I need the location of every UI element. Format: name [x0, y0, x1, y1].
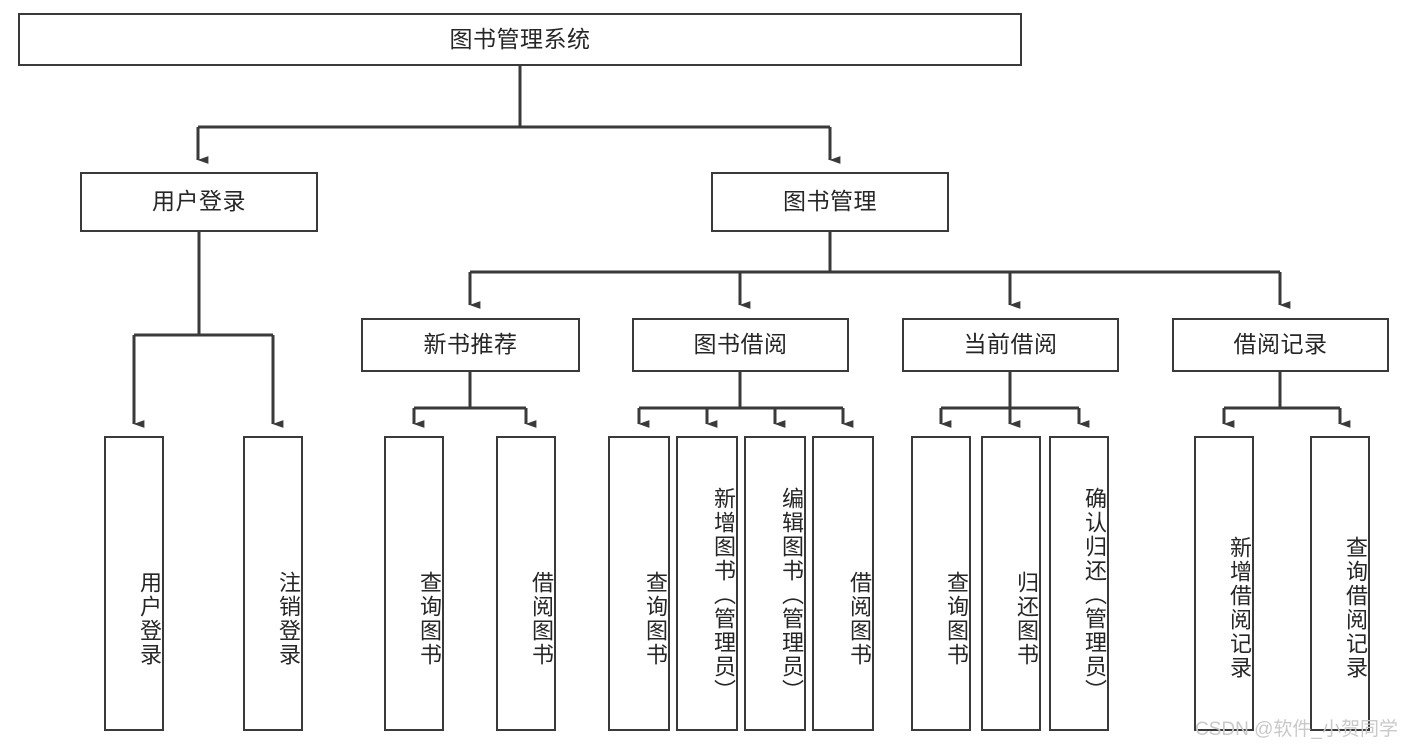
- node-borrow-record-label: 借阅记录: [1233, 331, 1328, 358]
- leaf-current-borrow-return[interactable]: 归还图书: [981, 436, 1041, 731]
- leaf-label: 归还图书: [1014, 570, 1039, 667]
- node-new-book-recommend-label: 新书推荐: [423, 331, 518, 358]
- leaf-label: 查询图书: [643, 570, 668, 667]
- leaf-label: 新增借阅记录: [1227, 535, 1252, 680]
- node-root[interactable]: 图书管理系统: [18, 13, 1022, 66]
- node-root-label: 图书管理系统: [449, 25, 591, 52]
- node-borrow-record[interactable]: 借阅记录: [1172, 318, 1389, 372]
- node-book-manage[interactable]: 图书管理: [711, 172, 949, 232]
- leaf-label: 新增图书（管理员）: [711, 486, 736, 703]
- node-user-login[interactable]: 用户登录: [80, 172, 318, 232]
- leaf-current-borrow-confirm[interactable]: 确认归还（管理员）: [1049, 436, 1109, 731]
- leaf-book-borrow-borrow[interactable]: 借阅图书: [812, 436, 874, 731]
- leaf-new-book-borrow[interactable]: 借阅图书: [496, 436, 556, 731]
- leaf-label: 注销登录: [276, 570, 301, 667]
- node-new-book-recommend[interactable]: 新书推荐: [361, 318, 580, 372]
- leaf-label: 用户登录: [137, 570, 162, 667]
- leaf-current-borrow-query[interactable]: 查询图书: [911, 436, 971, 731]
- leaf-user-login-login[interactable]: 用户登录: [104, 436, 164, 731]
- node-book-borrow[interactable]: 图书借阅: [632, 318, 849, 372]
- leaf-label: 借阅图书: [529, 570, 554, 667]
- leaf-label: 查询借阅记录: [1343, 535, 1368, 680]
- leaf-user-login-logout[interactable]: 注销登录: [243, 436, 303, 731]
- leaf-label: 查询图书: [944, 570, 969, 667]
- leaf-book-borrow-edit[interactable]: 编辑图书（管理员）: [744, 436, 806, 731]
- leaf-borrow-record-query[interactable]: 查询借阅记录: [1310, 436, 1370, 731]
- leaf-label: 确认归还（管理员）: [1082, 486, 1107, 703]
- node-current-borrow-label: 当前借阅: [963, 331, 1058, 358]
- csdn-watermark: CSDN @软件_小贺同学: [1195, 719, 1398, 740]
- node-book-manage-label: 图书管理: [783, 188, 877, 215]
- leaf-new-book-query[interactable]: 查询图书: [384, 436, 444, 731]
- leaf-label: 编辑图书（管理员）: [779, 486, 804, 703]
- node-current-borrow[interactable]: 当前借阅: [902, 318, 1119, 372]
- leaf-label: 借阅图书: [847, 570, 872, 667]
- leaf-label: 查询图书: [417, 570, 442, 667]
- leaf-borrow-record-add[interactable]: 新增借阅记录: [1194, 436, 1254, 731]
- leaf-book-borrow-query[interactable]: 查询图书: [608, 436, 670, 731]
- leaf-book-borrow-add[interactable]: 新增图书（管理员）: [676, 436, 738, 731]
- node-user-login-label: 用户登录: [152, 188, 246, 215]
- node-book-borrow-label: 图书借阅: [693, 331, 788, 358]
